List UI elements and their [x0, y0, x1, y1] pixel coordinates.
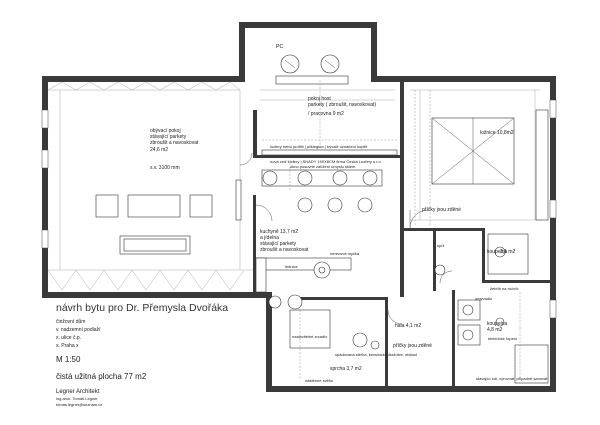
mirror-note: nastavitelné zrcadlo [292, 334, 328, 339]
bedroom-label: ložnice 10,8m2 [480, 130, 514, 136]
glass-partition [261, 139, 398, 156]
work-label: / pracovna 9 m2 [308, 111, 344, 117]
drawing-title: návrh bytu pro Dr. Přemysla Dvořáka [56, 302, 229, 314]
bath2-label: koupelna [487, 249, 508, 255]
kitchen-label-3: stávající parkety [260, 241, 297, 247]
living-furniture [95, 179, 242, 255]
living-label-1: obývací pokoj [150, 128, 181, 134]
kitchen-label-4: zbroušit a navoskovat [260, 247, 309, 253]
luxfery-note: luxfery nebo profilit | pilkington | býv… [270, 144, 368, 149]
pc-label: PC [276, 44, 283, 50]
outer-walls [41, 22, 557, 392]
glass-wall-note-2: okno posuvné zatížení úmyslu sklem [290, 164, 356, 169]
interior-walls [253, 82, 550, 386]
info-line-3: x. ulice č.p. [56, 335, 82, 341]
kitchen-label-2: a jídelna [260, 235, 279, 241]
heater-note: elektrické topení [488, 336, 518, 341]
annotation-lines [289, 80, 521, 380]
living-label-4: 24,6 m2 [150, 147, 168, 153]
shower-label: sprcha 3,7 m2 [330, 366, 362, 372]
room-labels: PC obývací pokoj stávající parkety zbrou… [150, 44, 516, 372]
hall-label: hala 4,1 m2 [395, 323, 421, 329]
partition-note-2: příčky jsou zděné [393, 343, 432, 349]
shower-drain-note: spádovaná stěrka, keramické dlaždice, ob… [335, 352, 417, 357]
fridge-note: lednice [285, 264, 298, 269]
info-line-1: činžovní dům [56, 319, 86, 325]
guest-label-2: parkety ( zbroušit, navoskovat) [308, 102, 376, 108]
towel-note: žebřík na ručník [490, 286, 518, 291]
kitchen-units [255, 257, 352, 310]
guest-label-1: pokoj host [308, 96, 331, 102]
scale-label: M 1:50 [56, 355, 81, 364]
author-sub-1: ing.arch. Tomáš Legner [56, 396, 98, 401]
living-label-3: zbroušit a navoskovat [150, 140, 199, 146]
bath2-area: 3,1 m2 [500, 249, 516, 255]
bathroom-fixtures [289, 233, 549, 384]
dining-table [261, 169, 383, 213]
info-line-4: x. Praha x [56, 343, 79, 349]
info-line-2: v. nadzemní podlaží [56, 327, 101, 333]
pantry-label: spíž [437, 243, 444, 248]
bath1-label: koupelna [487, 321, 508, 327]
technical-notes: luxfery nebo profilit | pilkington | býv… [270, 144, 548, 383]
glass-wall-note: nová zeď luxfery | SHADY 190X8CM firma Č… [270, 159, 382, 164]
living-height: s.v. 3100 mm [150, 165, 180, 171]
kitchen-label-1: kuchyně 13,7 m2 [260, 229, 298, 235]
bed [431, 109, 549, 221]
doors [239, 152, 453, 325]
area-label: čistá užitná plocha 77 m2 [56, 372, 147, 381]
kitchen-sink-note: nerezová myčka [330, 251, 360, 256]
floor-hatching [47, 81, 540, 291]
sink-note: umyvadlo [475, 296, 493, 301]
living-label-2: stávající parkety [150, 134, 187, 140]
author-name: Legner Architekt [56, 389, 100, 395]
bath1-area: 4,8 m2 [487, 327, 503, 333]
stairs-note: nástěnné světlo [305, 378, 334, 383]
title-block: návrh bytu pro Dr. Přemysla Dvořáka činž… [56, 302, 261, 407]
author-sub-2: tomas.legner@seznam.cz [56, 402, 103, 407]
pc-desk [275, 54, 349, 85]
wall-note: stávající zdi, vyrovnat, případně sanova… [476, 376, 548, 381]
partition-note: příčky jsou zděné [422, 207, 461, 213]
